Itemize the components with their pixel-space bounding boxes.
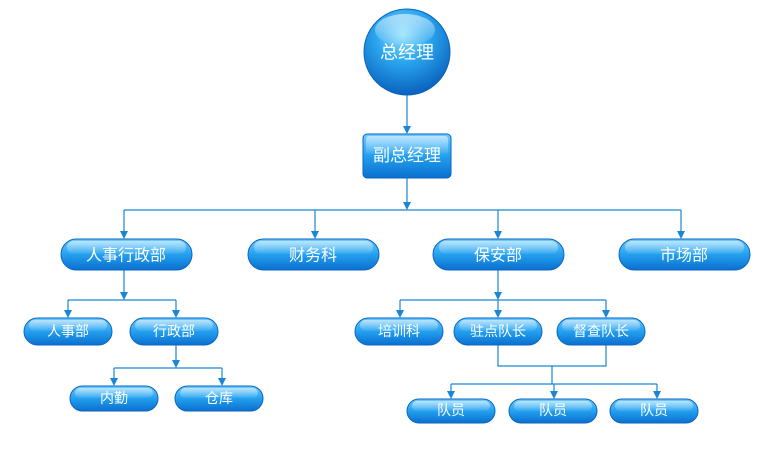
- node-warehouse-label: 仓库: [205, 391, 233, 407]
- node-hr-label: 人事部: [47, 324, 89, 340]
- node-warehouse: 仓库: [174, 385, 264, 412]
- node-member-3-label: 队员: [640, 403, 668, 419]
- node-inspection-captain-label: 督查队长: [573, 324, 629, 340]
- node-hr: 人事部: [23, 317, 113, 346]
- node-logistics-label: 内勤: [100, 391, 128, 407]
- node-post-captain-label: 驻点队长: [470, 324, 526, 340]
- node-hr-admin: 人事行政部: [60, 238, 193, 271]
- node-member-2-label: 队员: [539, 403, 567, 419]
- captains-merge: [497, 345, 607, 367]
- node-market: 市场部: [618, 238, 751, 271]
- node-member-1: 队员: [406, 398, 496, 424]
- node-training: 培训科: [354, 317, 444, 346]
- node-ceo: 总经理: [363, 8, 451, 96]
- node-security: 保安部: [432, 238, 565, 271]
- node-admin: 行政部: [129, 317, 219, 346]
- node-member-1-label: 队员: [437, 403, 465, 419]
- node-deputy: 副总经理: [362, 133, 452, 179]
- node-market-label: 市场部: [660, 246, 708, 265]
- node-security-label: 保安部: [474, 246, 522, 265]
- node-inspection-captain: 督查队长: [556, 317, 646, 346]
- node-finance: 财务科: [247, 238, 380, 271]
- connectors: [64, 94, 685, 399]
- node-training-label: 培训科: [378, 324, 420, 340]
- node-ceo-label: 总经理: [380, 43, 434, 64]
- node-post-captain: 驻点队长: [453, 317, 543, 346]
- node-finance-label: 财务科: [289, 246, 337, 265]
- node-member-2: 队员: [508, 398, 598, 424]
- node-deputy-label: 副总经理: [373, 146, 441, 166]
- node-member-3: 队员: [609, 398, 699, 424]
- node-hr-admin-label: 人事行政部: [86, 246, 166, 265]
- node-logistics: 内勤: [69, 385, 159, 412]
- node-admin-label: 行政部: [153, 324, 195, 340]
